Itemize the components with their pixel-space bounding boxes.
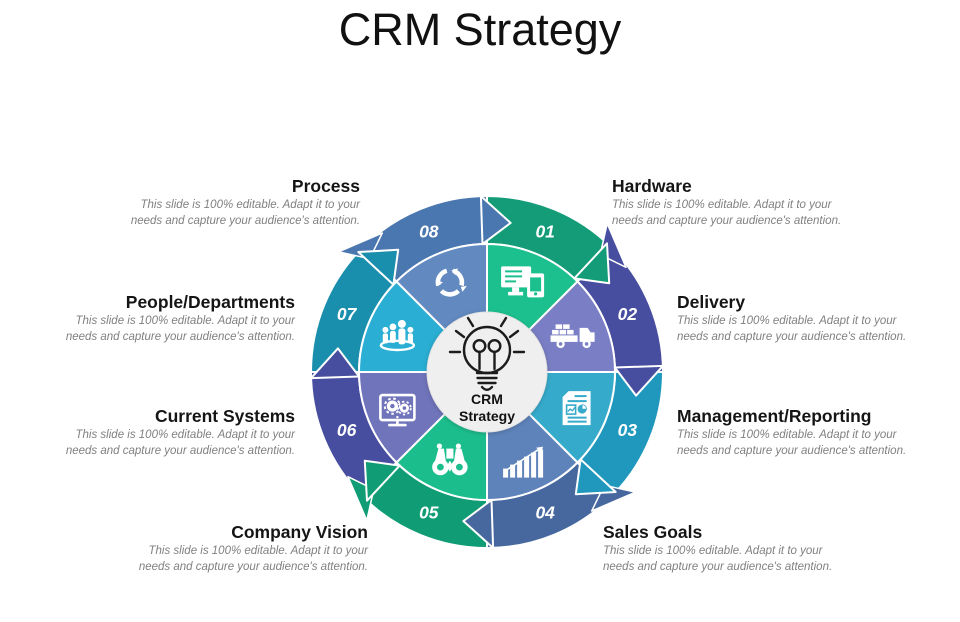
callout-hardware: Hardware This slide is 100% editable. Ad…: [612, 176, 852, 229]
callout-people-departments: People/Departments This slide is 100% ed…: [55, 292, 295, 345]
arrow-chevron: [613, 364, 664, 397]
system-gears-icon: [379, 393, 416, 427]
arrow-chevron: [462, 498, 495, 549]
arrow-chevron: [357, 248, 400, 286]
delivery-truck-icon: [550, 324, 595, 349]
callout-company-vision: Company Vision This slide is 100% editab…: [128, 522, 368, 575]
callout-heading: People/Departments: [125, 292, 295, 312]
people-group-icon: [379, 319, 416, 352]
report-document-icon: [562, 391, 591, 426]
callout-heading: Delivery: [677, 292, 746, 312]
segment-number-05: 05: [419, 502, 439, 522]
callout-heading: Hardware: [612, 176, 692, 196]
center-label-line2: Strategy: [459, 408, 515, 424]
segment-number-03: 03: [618, 420, 638, 440]
segment-number-04: 04: [535, 502, 555, 522]
center-hub: CRM Strategy: [426, 311, 548, 433]
callout-body: This slide is 100% editable. Adapt it to…: [138, 545, 368, 573]
callout-body: This slide is 100% editable. Adapt it to…: [677, 315, 907, 343]
arrow-chevron: [573, 242, 611, 285]
segment-number-01: 01: [535, 222, 554, 242]
callout-heading: Process: [291, 176, 360, 196]
growth-chart-icon: [503, 446, 544, 478]
callout-body: This slide is 100% editable. Adapt it to…: [130, 199, 360, 227]
segment-number-07: 07: [337, 304, 358, 324]
callout-delivery: Delivery This slide is 100% editable. Ad…: [677, 292, 917, 345]
callout-body: This slide is 100% editable. Adapt it to…: [603, 545, 833, 573]
arrow-chevron: [363, 459, 401, 502]
lightbulb-icon: [448, 316, 526, 391]
callout-heading: Management/Reporting: [677, 406, 872, 426]
cycle-arrows-icon: [435, 268, 467, 297]
binoculars-icon: [432, 443, 468, 476]
callout-body: This slide is 100% editable. Adapt it to…: [612, 199, 842, 227]
segment-number-02: 02: [618, 304, 638, 324]
monitor-tablet-icon: [501, 266, 545, 298]
segment-number-06: 06: [337, 420, 357, 440]
arrow-chevron: [574, 458, 617, 496]
callout-current-systems: Current Systems This slide is 100% edita…: [55, 406, 295, 459]
arrow-chevron: [479, 195, 512, 246]
callout-body: This slide is 100% editable. Adapt it to…: [65, 315, 295, 343]
callout-process: Process This slide is 100% editable. Ada…: [120, 176, 360, 229]
callout-sales-goals: Sales Goals This slide is 100% editable.…: [603, 522, 843, 575]
callout-management-reporting: Management/Reporting This slide is 100% …: [677, 406, 927, 459]
callout-heading: Company Vision: [231, 522, 368, 542]
slide-title: CRM Strategy: [338, 4, 622, 55]
center-label-line1: CRM: [471, 391, 503, 407]
callout-body: This slide is 100% editable. Adapt it to…: [677, 429, 907, 457]
callout-body: This slide is 100% editable. Adapt it to…: [65, 429, 295, 457]
callout-heading: Sales Goals: [603, 522, 703, 542]
callout-heading: Current Systems: [154, 406, 295, 426]
segment-number-08: 08: [419, 222, 439, 242]
arrow-chevron: [310, 347, 361, 380]
